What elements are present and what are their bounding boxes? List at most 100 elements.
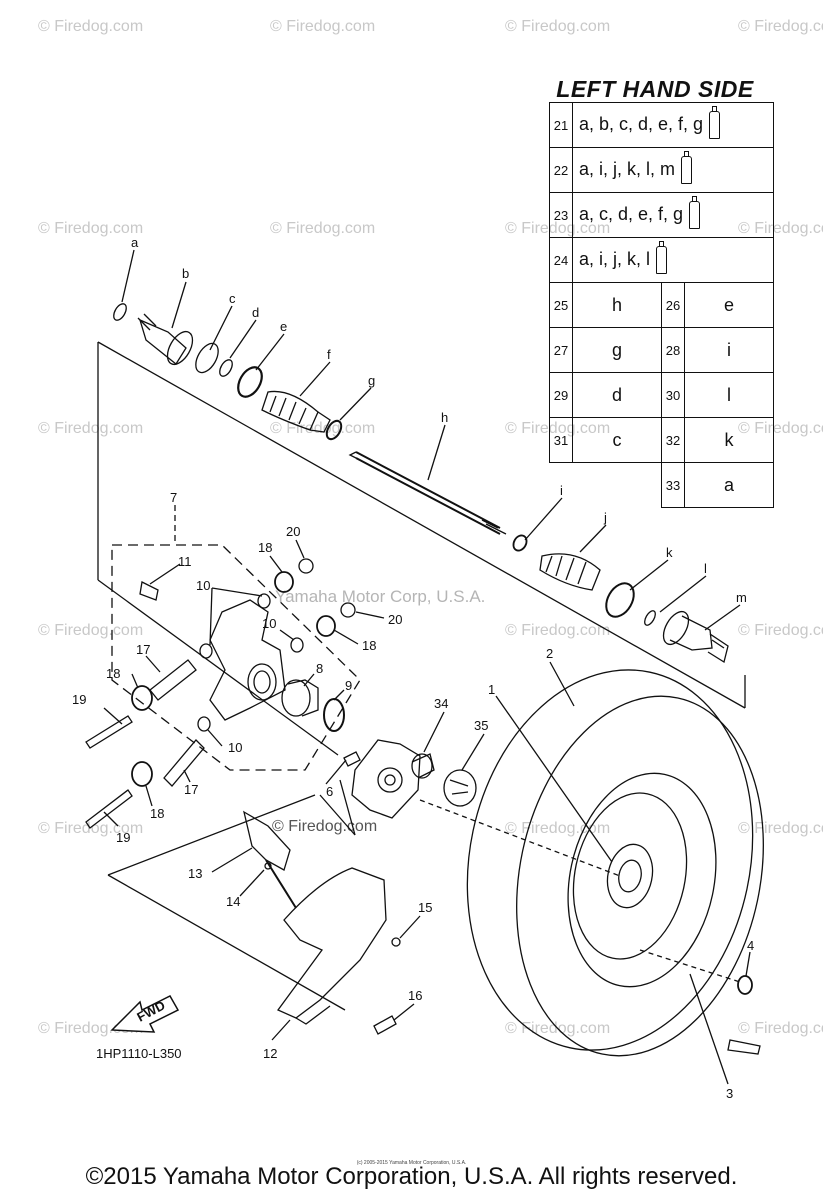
legend-row-text: a, i, j, k, l xyxy=(579,248,651,269)
leader-line xyxy=(121,249,135,303)
leader-line xyxy=(207,729,223,747)
bolt-part xyxy=(85,789,133,829)
bolt-part xyxy=(85,715,133,749)
legend-number: 27 xyxy=(549,327,573,373)
part-number-19b: 19 xyxy=(116,830,130,845)
legend-value: k xyxy=(684,417,774,463)
leader-line xyxy=(279,629,295,641)
grease-legend-table: 21 a, b, c, d, e, f, g 22 a, i, j, k, l,… xyxy=(549,102,774,508)
part-label-l: l xyxy=(704,561,707,576)
grease-tube-icon xyxy=(656,241,668,274)
legend-row-text: a, b, c, d, e, f, g xyxy=(579,113,704,134)
legend-row: 24 a, i, j, k, l xyxy=(549,237,774,283)
leader-line xyxy=(211,847,253,873)
leader-line xyxy=(103,811,119,827)
leader-line xyxy=(171,281,187,329)
leader-line xyxy=(229,319,257,359)
legend-pair-row: 25 h 26 e xyxy=(549,282,774,328)
small-band-part xyxy=(325,419,343,441)
leader-line xyxy=(269,555,283,573)
knuckle-group-box xyxy=(111,544,361,771)
legend-value: d xyxy=(572,372,662,418)
legend-row-number: 22 xyxy=(549,147,573,193)
bolt-14-part xyxy=(264,862,272,870)
leader-line xyxy=(333,689,345,701)
part-label-m: m xyxy=(736,590,747,605)
part-label-i: i xyxy=(560,483,563,498)
legend-pair-row: 29 d 30 l xyxy=(549,372,774,418)
watermark: © Firedog.com xyxy=(38,622,144,639)
part-number-35: 35 xyxy=(474,718,488,733)
part-number-10b: 10 xyxy=(262,616,276,631)
leader-line xyxy=(495,695,613,863)
legend-number: 33 xyxy=(661,462,685,508)
part-number-18d: 18 xyxy=(150,806,164,821)
leader-line xyxy=(393,1003,415,1021)
part-number-19: 19 xyxy=(72,692,86,707)
part-number-3: 3 xyxy=(726,1086,733,1101)
drive-shaft-part xyxy=(348,451,507,535)
part-label-j: j xyxy=(603,510,607,525)
part-number-16: 16 xyxy=(408,988,422,1003)
leader-line xyxy=(149,563,181,585)
leader-line xyxy=(209,587,213,646)
leader-line xyxy=(209,305,233,351)
leader-line xyxy=(639,949,741,983)
guide-line xyxy=(97,579,339,756)
knuckle-part xyxy=(209,599,286,721)
leader-line xyxy=(461,733,485,771)
part-number-12: 12 xyxy=(263,1046,277,1061)
washer-part xyxy=(199,643,213,659)
boot-part xyxy=(261,390,331,433)
boot-band-k-part xyxy=(605,582,635,618)
part-number-10: 10 xyxy=(196,578,210,593)
nut-part xyxy=(340,602,356,618)
legend-value: h xyxy=(572,282,662,328)
part-number-20b: 20 xyxy=(388,612,402,627)
ring-part xyxy=(195,342,219,374)
part-number-4: 4 xyxy=(747,938,754,953)
legend-empty-cell xyxy=(573,463,662,508)
legend-number: 25 xyxy=(549,282,573,328)
hub-bolt-part xyxy=(343,751,361,767)
wheel-rim-part xyxy=(567,772,717,988)
leader-line xyxy=(704,604,741,631)
leader-line xyxy=(211,587,263,597)
leader-line xyxy=(629,559,669,591)
legend-number: 31 xyxy=(549,417,573,463)
legend-number: 28 xyxy=(661,327,685,373)
legend-row-cell: a, b, c, d, e, f, g xyxy=(572,102,774,148)
legend-number: 30 xyxy=(661,372,685,418)
oil-seal-part xyxy=(316,615,336,637)
part-number-17b: 17 xyxy=(184,782,198,797)
watermark: © Firedog.com xyxy=(270,220,376,237)
circlip-9-part xyxy=(323,698,345,732)
part-number-1: 1 xyxy=(488,682,495,697)
legend-row: 21 a, b, c, d, e, f, g xyxy=(549,102,774,148)
legend-value: l xyxy=(684,372,774,418)
legend-row: 23 a, c, d, e, f, g xyxy=(549,192,774,238)
leader-line xyxy=(255,333,285,371)
part-number-18: 18 xyxy=(258,540,272,555)
part-number-18b: 18 xyxy=(362,638,376,653)
circlip-part xyxy=(113,303,127,321)
part-label-d: d xyxy=(252,305,259,320)
legend-number: 32 xyxy=(661,417,685,463)
part-number-17: 17 xyxy=(136,642,150,657)
watermark: © Firedog.com xyxy=(38,220,144,237)
part-number-10c: 10 xyxy=(228,740,242,755)
part-number-20: 20 xyxy=(286,524,300,539)
collar-part xyxy=(163,739,205,787)
part-label-g: g xyxy=(368,373,375,388)
hub-cap-part xyxy=(443,769,477,807)
oil-seal-part xyxy=(274,571,294,593)
wheel-nut-part xyxy=(737,975,753,995)
clip-l-part xyxy=(644,610,656,626)
part-label-b: b xyxy=(182,266,189,281)
part-number-14: 14 xyxy=(226,894,240,909)
bolt-16-part xyxy=(373,1015,397,1035)
bracket-part xyxy=(243,810,291,871)
part-label-f: f xyxy=(327,347,331,362)
grease-nipple-part xyxy=(139,581,159,601)
clip-part xyxy=(219,359,233,377)
